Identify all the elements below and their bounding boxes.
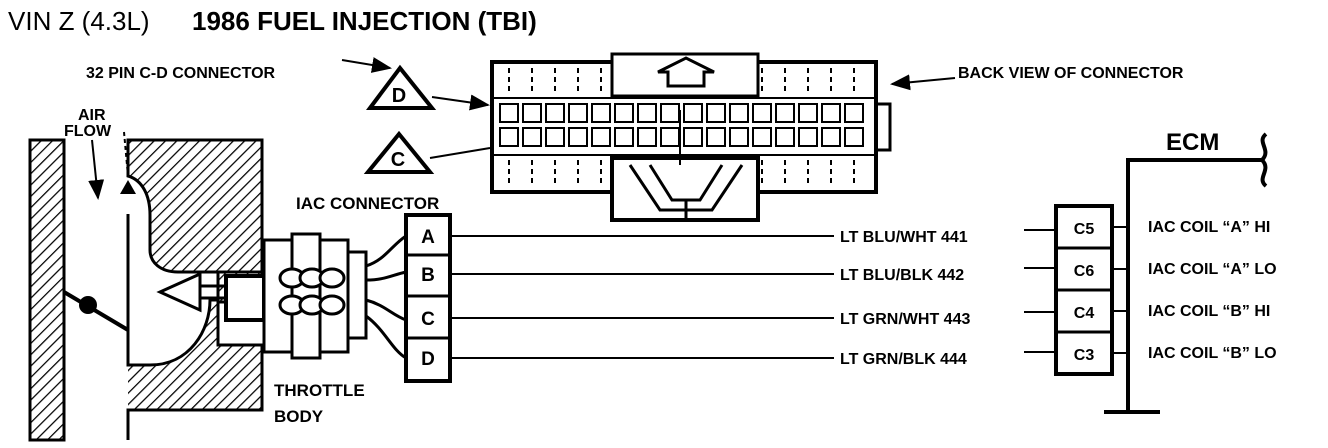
ecm-function-c3: IAC COIL “B” LO [1148, 345, 1277, 362]
svg-text:C: C [391, 149, 405, 171]
connector-32pin-label: 32 PIN C-D CONNECTOR [86, 65, 276, 82]
ecm-pin-c4: C4 [1074, 305, 1095, 322]
connector-32pin-arrow [341, 57, 392, 73]
tag-d-arrow [431, 94, 490, 111]
wire-label-d: LT GRN/BLK 444 [840, 351, 967, 368]
wire-label-c: LT GRN/WHT 443 [840, 311, 970, 328]
back-view-label: BACK VIEW OF CONNECTOR [958, 65, 1184, 82]
iac-pin-a: A [421, 227, 435, 248]
iac-pin-d: D [421, 349, 435, 370]
ecm-function-c5: IAC COIL “A” HI [1148, 219, 1270, 236]
iac-pigtail [365, 234, 407, 360]
connector-32pin-back-view [490, 52, 892, 222]
title-vin: VIN Z (4.3L) [8, 6, 150, 36]
ecm-pin-c5: C5 [1074, 221, 1095, 238]
connector-tag-c: C [363, 130, 435, 174]
body-label: BODY [274, 407, 324, 426]
iac-pin-b: B [421, 265, 435, 286]
air-label: AIR [78, 107, 106, 124]
connector-tag-d: D [366, 64, 437, 110]
iac-connector-label: IAC CONNECTOR [296, 194, 439, 213]
ecm-outline [1104, 132, 1268, 414]
ecm-pin-c6: C6 [1074, 263, 1095, 280]
ecm-pin-c3: C3 [1074, 347, 1095, 364]
ecm-label: ECM [1166, 129, 1219, 156]
flow-label: FLOW [64, 123, 112, 140]
ecm-function-c6: IAC COIL “A” LO [1148, 261, 1277, 278]
throttle-label: THROTTLE [274, 381, 365, 400]
iac-pin-c: C [421, 309, 435, 330]
iac-connector-pins: AB CD [406, 227, 450, 370]
svg-text:D: D [392, 85, 406, 107]
wire-label-a: LT BLU/WHT 441 [840, 229, 968, 246]
tag-c-leader [429, 147, 491, 159]
ecm-function-c4: IAC COIL “B” HI [1148, 303, 1270, 320]
iac-connector-block [404, 213, 452, 383]
throttle-body [28, 131, 264, 442]
iac-valve [156, 232, 368, 360]
page-title: 1986 FUEL INJECTION (TBI) [192, 6, 537, 36]
wire-label-b: LT BLU/BLK 442 [840, 267, 964, 284]
back-view-arrow [890, 74, 956, 91]
harness-wires: LT BLU/WHT 441 LT BLU/BLK 442 LT GRN/WHT 4… [450, 229, 1056, 368]
